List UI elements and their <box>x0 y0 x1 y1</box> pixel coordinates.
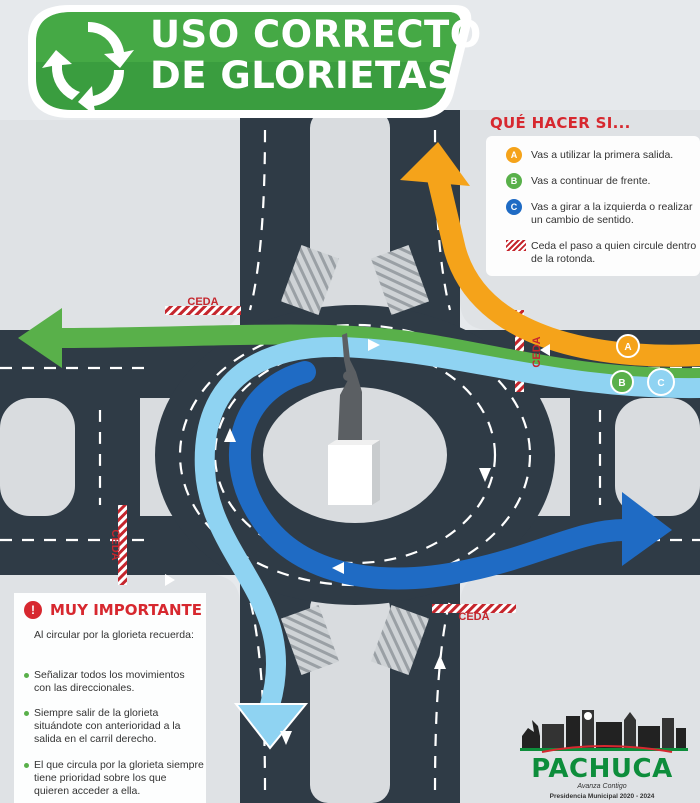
route-badge-a: A <box>616 334 640 358</box>
routes <box>50 167 700 715</box>
city-skyline-icon <box>520 710 688 753</box>
bullet-text: El que circula por la glorieta siempre t… <box>34 759 204 797</box>
yield-label-bottom: CEDA <box>458 611 489 623</box>
important-bullet: Siempre salir de la glorieta situándote … <box>24 707 202 749</box>
arrow-up-orange-icon <box>400 142 470 186</box>
title-banner-shape <box>28 5 472 118</box>
arrow-left-green-icon <box>18 308 62 368</box>
route-arrowheads <box>18 142 672 750</box>
badge-c: C <box>506 199 522 215</box>
bullet-text: Señalizar todos los movimientos con las … <box>34 669 185 694</box>
logo-name: PACHUCA <box>531 754 673 784</box>
yield-hatch-top <box>165 306 241 315</box>
important-title: MUY IMPORTANTE <box>50 601 203 619</box>
legend-title: QUÉ HACER SI... <box>490 114 631 132</box>
legend-item-b: B Vas a continuar de frente. <box>506 173 690 191</box>
svg-text:A: A <box>624 342 631 353</box>
legend-item-c: C Vas a girar a la izquierda o realizar … <box>506 199 692 229</box>
logo-slogan: Avanza Contigo <box>577 783 627 790</box>
yield-hatch-left <box>118 505 127 585</box>
legend-item-text: Vas a utilizar la primera salida. <box>531 149 674 161</box>
yield-label-top: CEDA <box>187 296 218 308</box>
monument <box>328 333 380 505</box>
legend-item-a: A Vas a utilizar la primera salida. <box>506 147 690 165</box>
svg-text:C: C <box>657 378 664 389</box>
svg-text:B: B <box>618 378 625 389</box>
arrow-down-light-blue-icon <box>233 703 309 750</box>
yield-hatch-bottom <box>432 604 516 613</box>
bullet-text: Siempre salir de la glorieta situándote … <box>34 707 181 745</box>
route-badge-c: C <box>647 368 675 396</box>
bullet-dot-icon <box>24 673 29 678</box>
legend-item-text: Vas a continuar de frente. <box>531 175 651 187</box>
cycle-arrows-icon <box>42 21 134 116</box>
page-title: USO CORRECTO DE GLORIETAS <box>150 14 482 96</box>
ring-direction-arrows <box>165 339 550 745</box>
badge-b: B <box>506 173 522 189</box>
yield-hatch-icon <box>506 240 526 251</box>
legend-item-text: Ceda el paso a quien circule dentro de l… <box>531 240 697 265</box>
yield-label-left: CEDA <box>109 529 121 560</box>
legend-box: A Vas a utilizar la primera salida. B Va… <box>486 136 700 276</box>
important-intro: Al circular por la glorieta recuerda: <box>34 629 194 641</box>
important-bullet: El que circula por la glorieta siempre t… <box>24 759 204 801</box>
yield-label-right: CEDA <box>531 336 543 367</box>
arrow-right-dark-blue-icon <box>622 492 672 566</box>
bullet-dot-icon <box>24 711 29 716</box>
legend-item-text: Vas a girar a la izquierda o realizar un… <box>531 201 693 226</box>
title-line-1: USO CORRECTO <box>150 13 482 56</box>
title-line-2: DE GLORIETAS <box>150 54 455 97</box>
pachuca-logo: PACHUCA Avanza Contigo Presidencia Munic… <box>512 702 692 803</box>
route-u-turn-dark-blue <box>229 361 636 590</box>
route-b-green <box>50 324 700 389</box>
legend-item-yield: Ceda el paso a quien circule dentro de l… <box>506 238 696 268</box>
alert-icon: ! <box>24 601 42 619</box>
badge-a: A <box>506 147 522 163</box>
bullet-dot-icon <box>24 763 29 768</box>
route-badge-b: B <box>610 370 634 394</box>
legend-panel: QUÉ HACER SI... A Vas a utilizar la prim… <box>486 112 700 276</box>
logo-administration: Presidencia Municipal 2020 - 2024 <box>549 793 655 800</box>
zebra-crossings <box>280 244 430 676</box>
important-bullet: Señalizar todos los movimientos con las … <box>24 669 202 697</box>
route-c-light-blue <box>194 337 700 715</box>
important-header: ! MUY IMPORTANTE <box>24 601 202 619</box>
important-panel: ! MUY IMPORTANTE Al circular por la glor… <box>14 593 206 803</box>
route-a-orange <box>427 167 700 367</box>
